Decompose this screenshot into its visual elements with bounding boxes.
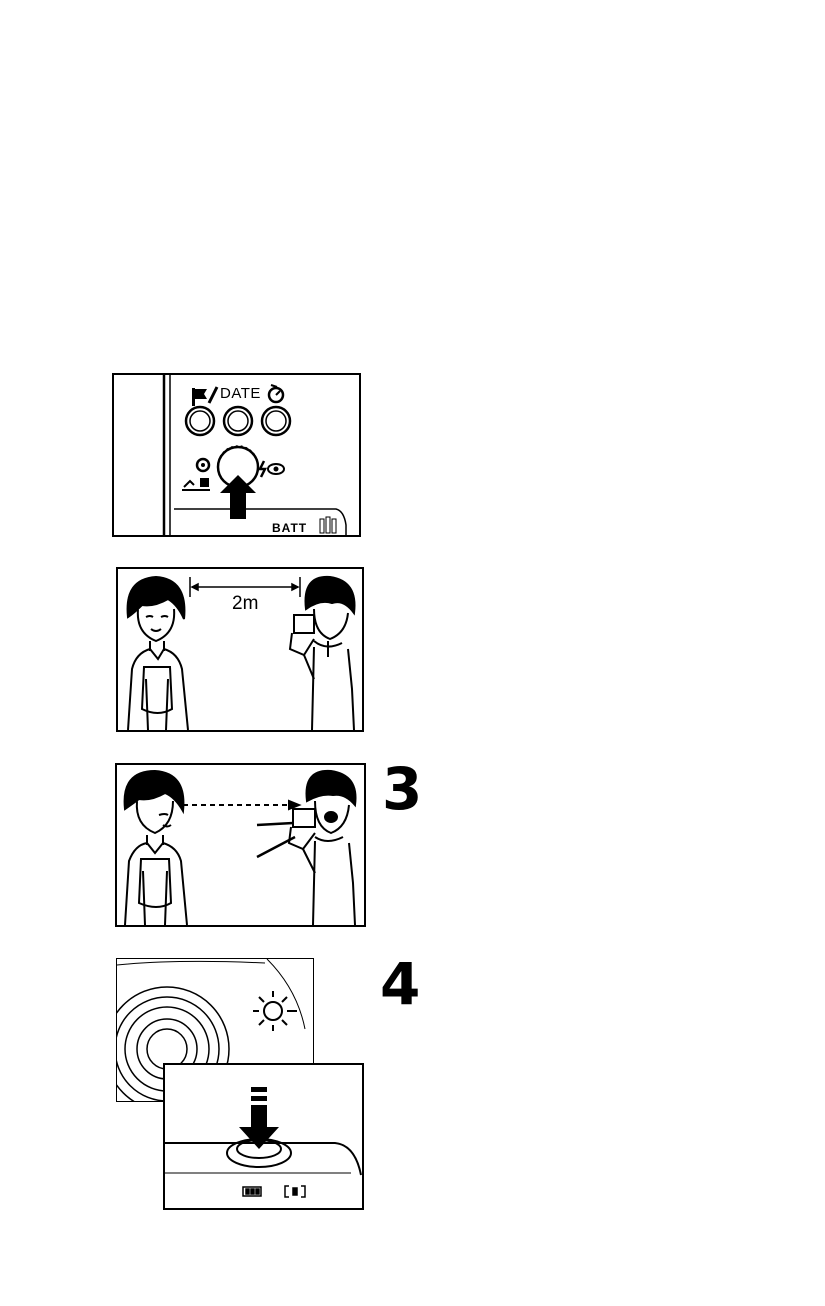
panel-camera-buttons: DATE BATT [112,373,361,537]
battery-meter-icon [320,517,336,533]
shutter-press-illustration [165,1065,362,1208]
flash-red-eye-icon [260,461,284,477]
photographer-figure [290,577,355,730]
panel-shutter-press [163,1063,364,1210]
panel-distance: 2m [116,567,364,732]
battery-indicator-icon [243,1187,261,1196]
batt-label: BATT [272,521,307,535]
woman-figure [128,577,188,730]
timer-light-illustration [117,765,364,925]
date-label: DATE [220,385,261,402]
landscape-icon [182,478,210,490]
self-timer-icon [269,385,283,402]
focus-indicator-icon [285,1186,305,1197]
flag-icon [192,387,217,406]
sight-line-arrow [183,801,299,809]
panel-timer-light [115,763,366,927]
step-number-3: 3 [382,760,422,818]
step-number-4: 4 [380,955,420,1013]
self-timer-lamp-icon [253,991,297,1031]
photographer-figure [289,771,356,925]
macro-icon [197,459,209,471]
woman-figure [125,771,187,925]
distance-label: 2m [232,593,258,615]
